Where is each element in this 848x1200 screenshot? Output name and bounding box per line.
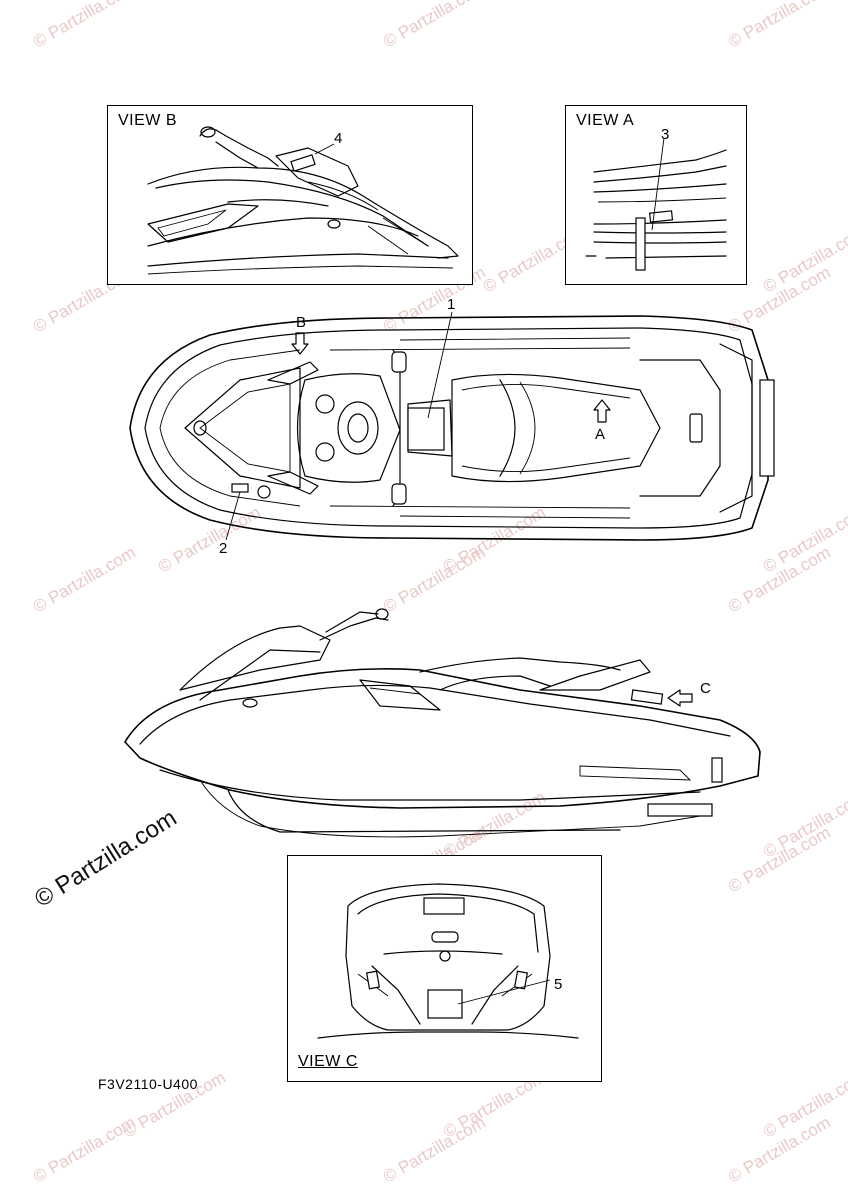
figure-code: F3V2110-U400 <box>98 1076 198 1092</box>
callout-3: 3 <box>661 126 670 143</box>
arrow-c-label: C <box>700 680 711 697</box>
callout-2: 2 <box>219 540 228 557</box>
arrow-b-label: B <box>296 314 307 331</box>
view-c-illustration <box>317 883 579 1039</box>
callout-5: 5 <box>554 976 563 993</box>
callout-1: 1 <box>447 296 456 313</box>
view-a-illustration <box>585 137 727 271</box>
view-b-title: VIEW B <box>118 112 178 129</box>
view-b-illustration <box>147 126 459 275</box>
view-b-panel: VIEW B 4 <box>107 105 473 285</box>
view-c-panel: VIEW C 5 <box>287 855 602 1082</box>
view-c-title: VIEW C <box>298 1053 358 1070</box>
callout-4: 4 <box>334 130 343 147</box>
view-a-panel: VIEW A 3 <box>565 105 747 285</box>
arrow-a-label: A <box>595 426 606 443</box>
view-a-title: VIEW A <box>576 112 635 129</box>
